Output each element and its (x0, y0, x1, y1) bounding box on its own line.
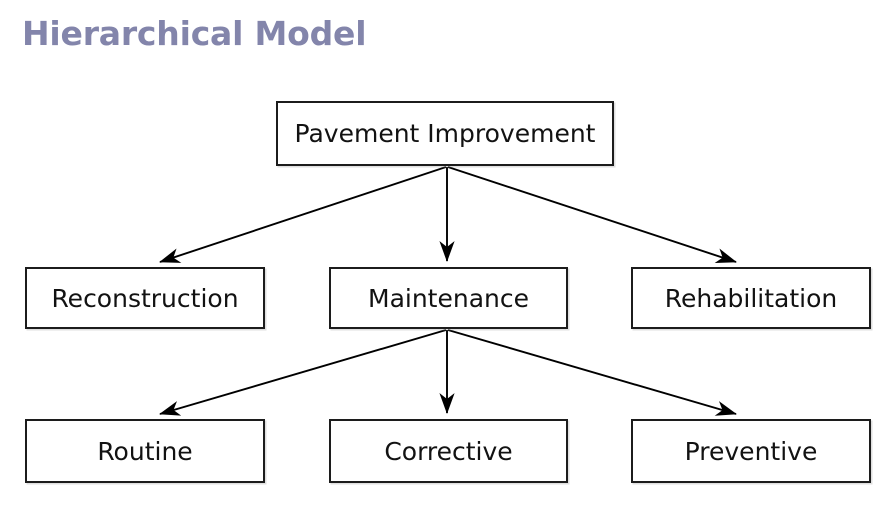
node-reconstruction[interactable]: Reconstruction (25, 267, 265, 329)
node-label: Pavement Improvement (294, 119, 596, 148)
edge-root-to-reconstruction (159, 166, 447, 263)
page-title: Hierarchical Model (22, 14, 367, 53)
node-maintenance[interactable]: Maintenance (329, 267, 568, 329)
edge-maintenance-to-preventive (447, 329, 737, 416)
edge-maintenance-to-routine (159, 329, 447, 416)
node-label: Corrective (384, 436, 513, 466)
node-corrective[interactable]: Corrective (329, 419, 568, 483)
node-label: Maintenance (368, 283, 529, 313)
node-preventive[interactable]: Preventive (631, 419, 871, 483)
node-rehabilitation[interactable]: Rehabilitation (631, 267, 871, 329)
node-label: Reconstruction (51, 283, 239, 313)
node-pavement-improvement[interactable]: Pavement Improvement (276, 101, 614, 166)
node-label: Preventive (684, 436, 818, 466)
node-label: Rehabilitation (664, 283, 838, 313)
node-label: Routine (97, 436, 193, 466)
edge-root-to-rehabilitation (447, 166, 737, 263)
node-routine[interactable]: Routine (25, 419, 265, 483)
